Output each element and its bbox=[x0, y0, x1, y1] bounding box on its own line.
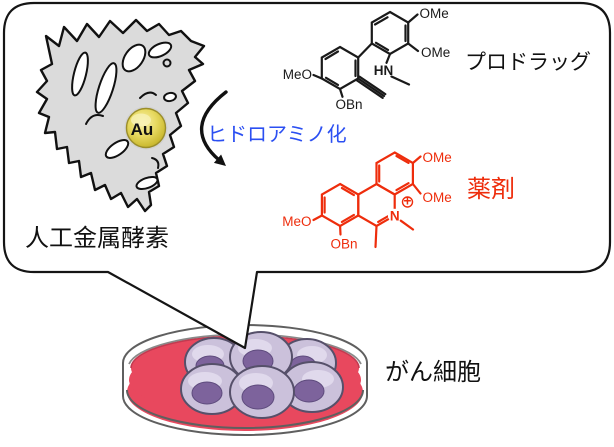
protein-hole bbox=[94, 62, 118, 114]
drug-nitrogen: N bbox=[390, 209, 400, 224]
protein-fold-line bbox=[151, 157, 160, 169]
plus-charge: + bbox=[404, 194, 412, 209]
protein-fold-line bbox=[139, 91, 157, 99]
protein-fold-loop bbox=[162, 58, 172, 68]
gold-highlight bbox=[131, 113, 151, 127]
substituent-bond bbox=[312, 155, 422, 249]
plus-charge-circle bbox=[401, 196, 414, 208]
double-bond bbox=[324, 50, 357, 86]
prodrug-meo: MeO bbox=[283, 67, 312, 82]
cancer-cells bbox=[180, 331, 344, 419]
prodrug-structure bbox=[312, 10, 420, 99]
protein-hole bbox=[135, 175, 159, 191]
prodrug-ome-top: OMe bbox=[420, 6, 449, 21]
reaction-arrow bbox=[200, 90, 228, 166]
protein-hole bbox=[163, 91, 177, 103]
protein-hole bbox=[121, 43, 147, 73]
prodrug-atom-labels: OMe OMe MeO OBn HN bbox=[283, 6, 451, 112]
cancer-cell bbox=[180, 363, 244, 415]
prodrug-amine: HN bbox=[374, 63, 394, 78]
drug-title: 薬剤 bbox=[467, 176, 515, 203]
drug-obn: OBn bbox=[330, 237, 357, 252]
double-bond bbox=[378, 154, 410, 192]
drug-atom-labels: N + OMe OMe MeO OBn bbox=[282, 150, 452, 252]
prodrug-title: プロドラッグ bbox=[465, 51, 591, 74]
reaction-label: ヒドロアミノ化 bbox=[207, 123, 347, 146]
cancer-cell bbox=[229, 365, 295, 419]
double-bond bbox=[323, 186, 355, 223]
prodrug-ome-side: OMe bbox=[421, 45, 450, 60]
drug-meo: MeO bbox=[282, 214, 311, 229]
cancer-cell bbox=[280, 361, 344, 413]
gold-label: Au bbox=[131, 120, 154, 139]
dish-bottom-line bbox=[126, 389, 364, 429]
alkyne-triple-bond bbox=[355, 75, 387, 99]
protein-hole bbox=[147, 41, 173, 59]
double-bond bbox=[373, 16, 407, 51]
substituent-bond bbox=[312, 13, 420, 98]
drug-ome-top: OMe bbox=[423, 150, 452, 165]
petri-dish: がん細胞 bbox=[122, 324, 481, 436]
gold-cofactor: Au bbox=[124, 106, 168, 150]
cancer-cells-label: がん細胞 bbox=[385, 359, 481, 386]
protein-hole bbox=[104, 139, 130, 159]
drug-ome-side: OMe bbox=[423, 190, 452, 205]
protein-hole bbox=[71, 51, 89, 97]
biaryl-bond bbox=[357, 42, 373, 59]
protein-fold-line bbox=[85, 114, 104, 125]
arrow-curve bbox=[200, 90, 228, 162]
prodrug-obn: OBn bbox=[335, 97, 362, 112]
nitrogen-mask bbox=[387, 208, 402, 223]
enzyme-label: 人工金属酵素 bbox=[25, 225, 169, 252]
protein-blob bbox=[35, 18, 206, 213]
arrow-head bbox=[213, 154, 226, 166]
